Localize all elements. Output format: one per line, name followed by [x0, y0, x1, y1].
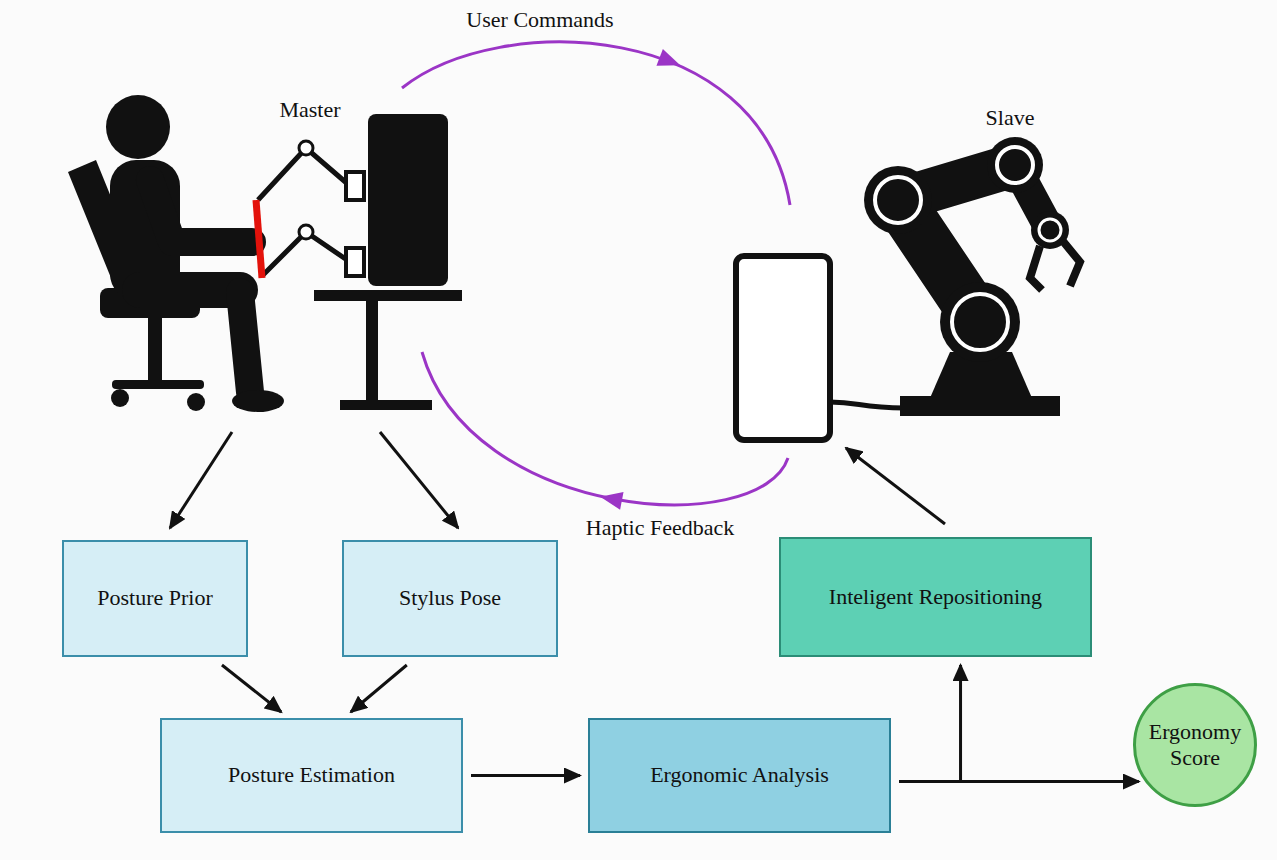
controller-cable	[830, 402, 905, 408]
robot-joint	[987, 137, 1043, 193]
node-text: Ergonomic Analysis	[650, 762, 829, 788]
robot-joint	[864, 166, 932, 234]
master-table-top	[314, 290, 462, 301]
robot-joint	[952, 294, 1008, 350]
input-box: Stylus Pose	[342, 540, 558, 657]
arc-label: User Commands	[463, 7, 616, 33]
input-arrow	[380, 432, 458, 528]
arm-mount	[346, 172, 364, 200]
input-arrow	[170, 432, 232, 528]
node-text: Stylus Pose	[399, 585, 501, 611]
communication-arcs	[402, 42, 790, 510]
stylus-handle	[256, 200, 262, 278]
arm-joint	[299, 225, 313, 239]
chair-wheel	[111, 389, 129, 407]
chair-wheel	[187, 393, 205, 411]
robot-joint	[1039, 219, 1061, 241]
operator-shin	[240, 292, 250, 392]
operator	[106, 95, 284, 412]
robot-joint	[940, 282, 1020, 362]
process-box: Inteligent Repositioning	[779, 537, 1092, 657]
robot-gripper	[1030, 246, 1042, 290]
feedback-arc	[422, 352, 788, 505]
operator-arm	[150, 180, 252, 242]
master-table-post	[366, 300, 378, 402]
chair-post	[148, 316, 162, 382]
device-label: Master	[276, 97, 343, 123]
flow-arrow	[222, 665, 281, 712]
flow-arrow	[899, 665, 961, 782]
command-arc	[402, 42, 790, 205]
slave-controller	[736, 256, 830, 440]
flow-arrow	[899, 780, 1139, 783]
master-table-base	[340, 400, 432, 410]
arc-label: Haptic Feedback	[583, 515, 737, 541]
process-box: Ergonomic Analysis	[588, 718, 891, 833]
node-text: Posture Prior	[97, 585, 213, 611]
node-text: Inteligent Repositioning	[829, 584, 1042, 610]
chair-base	[112, 380, 204, 389]
robot-joint	[875, 177, 921, 223]
flow-arrow	[351, 665, 407, 712]
feedback-arrowhead	[599, 488, 624, 510]
master-device	[256, 114, 462, 410]
output-circle: Ergonomy Score	[1133, 683, 1257, 807]
device-label: Slave	[983, 105, 1038, 131]
operator-thigh	[140, 272, 240, 308]
process-box: Posture Estimation	[160, 718, 463, 833]
operator-foot	[232, 390, 284, 412]
node-text: Posture Estimation	[228, 762, 395, 788]
command-arrowhead	[656, 49, 683, 74]
node-text: Ergonomy Score	[1147, 719, 1243, 772]
robot-base-plate	[900, 396, 1060, 416]
circle-shape	[1135, 685, 1256, 806]
arm-joint	[299, 141, 313, 155]
output-arrow	[846, 448, 945, 524]
master-console	[368, 114, 448, 286]
robot-joint	[997, 147, 1033, 183]
slave-system	[736, 137, 1080, 440]
input-box: Posture Prior	[62, 540, 248, 657]
arm-mount	[346, 248, 364, 276]
operator-head	[106, 95, 170, 159]
illustration-arrows	[170, 432, 945, 528]
robot-gripper	[1062, 240, 1080, 286]
flow-arrow	[471, 774, 580, 777]
